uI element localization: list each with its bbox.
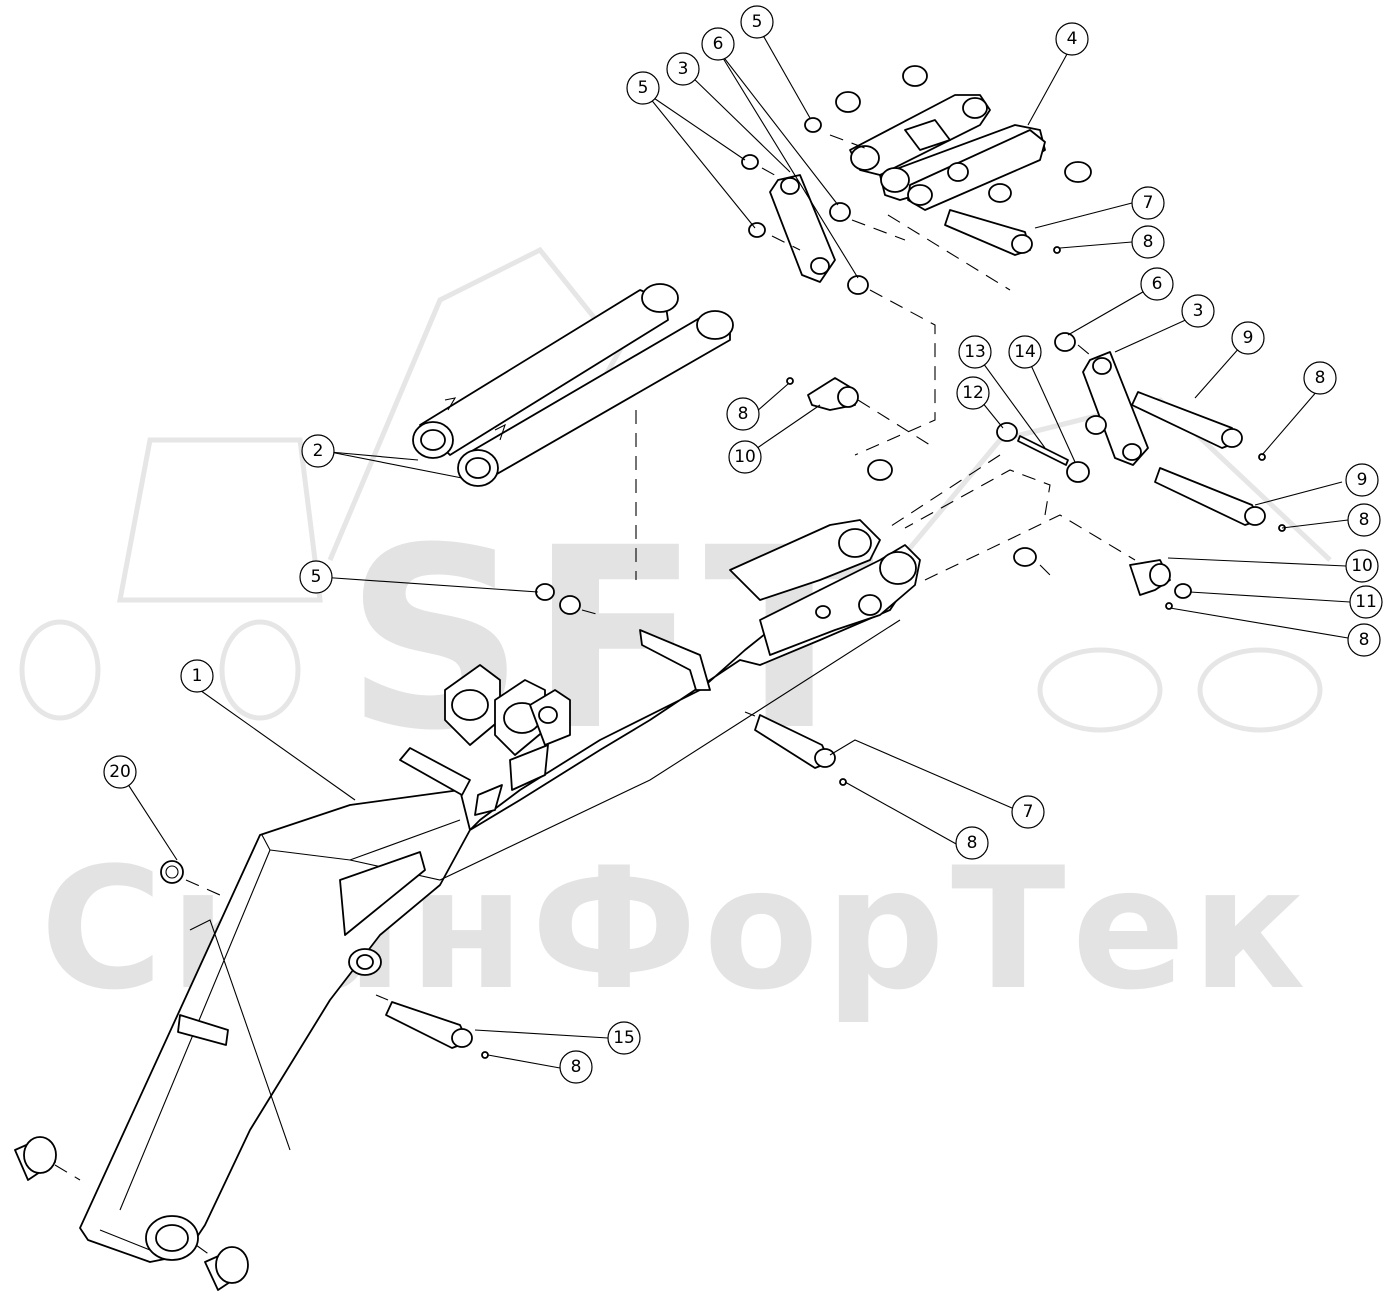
small-parts xyxy=(14,117,1286,1291)
svg-text:8: 8 xyxy=(1359,510,1370,530)
pins xyxy=(385,209,1266,1049)
callout-bubble-10a: 10 xyxy=(728,440,762,474)
callout-bubble-8a: 8 xyxy=(1131,225,1165,259)
callout-bubble-8c: 8 xyxy=(1303,361,1337,395)
svg-text:1: 1 xyxy=(192,666,203,686)
svg-text:8: 8 xyxy=(1315,368,1326,388)
main-boom xyxy=(79,519,921,1263)
svg-text:15: 15 xyxy=(613,1028,635,1048)
watermark-machinery xyxy=(19,246,1332,733)
callout-bubble-5a: 5 xyxy=(626,71,660,105)
svg-text:5: 5 xyxy=(311,567,322,587)
boom-cylinders xyxy=(412,283,734,487)
callout-bubble-10b: 10 xyxy=(1345,549,1379,583)
svg-text:13: 13 xyxy=(964,342,986,362)
svg-text:7: 7 xyxy=(1143,193,1154,213)
callout-bubble-2: 2 xyxy=(301,434,335,468)
svg-text:3: 3 xyxy=(678,59,689,79)
svg-text:5: 5 xyxy=(752,12,763,32)
svg-text:9: 9 xyxy=(1243,328,1254,348)
callout-bubble-3a: 3 xyxy=(666,52,700,86)
callout-bubble-4: 4 xyxy=(1055,22,1089,56)
callout-bubble-9a: 9 xyxy=(1231,321,1265,355)
svg-text:4: 4 xyxy=(1067,29,1078,49)
svg-text:11: 11 xyxy=(1355,592,1377,612)
svg-text:8: 8 xyxy=(1143,232,1154,252)
svg-text:8: 8 xyxy=(571,1057,582,1077)
callout-bubble-13: 13 xyxy=(958,335,992,369)
callout-bubble-15: 15 xyxy=(607,1021,641,1055)
svg-text:20: 20 xyxy=(109,762,131,782)
svg-text:6: 6 xyxy=(1152,274,1163,294)
link-rods xyxy=(769,174,1149,466)
callout-bubble-9b: 9 xyxy=(1345,463,1379,497)
callout-bubble-3b: 3 xyxy=(1181,294,1215,328)
callout-bubble-8d: 8 xyxy=(1347,503,1381,537)
callout-bubble-5b: 5 xyxy=(740,5,774,39)
svg-text:10: 10 xyxy=(734,447,756,467)
callout-bubble-6a: 6 xyxy=(701,27,735,61)
svg-text:12: 12 xyxy=(962,383,984,403)
svg-text:9: 9 xyxy=(1357,470,1368,490)
callout-bubble-14: 14 xyxy=(1008,335,1042,369)
callout-bubble-7b: 7 xyxy=(1011,795,1045,829)
callout-bubble-11: 11 xyxy=(1349,585,1383,619)
svg-text:8: 8 xyxy=(1359,630,1370,650)
callout-bubble-8f: 8 xyxy=(955,826,989,860)
callout-bubble-7a: 7 xyxy=(1131,186,1165,220)
assembly-lines xyxy=(54,134,1136,1256)
svg-text:3: 3 xyxy=(1193,301,1204,321)
callout-bubble-8b: 8 xyxy=(726,397,760,431)
callout-bubble-6b: 6 xyxy=(1140,267,1174,301)
callout-bubble-8g: 8 xyxy=(559,1050,593,1084)
callout-bubble-12: 12 xyxy=(956,376,990,410)
linkage-assembly xyxy=(835,65,1092,211)
svg-text:6: 6 xyxy=(713,34,724,54)
callout-bubble-20: 20 xyxy=(103,755,137,789)
callout-bubble-1: 1 xyxy=(180,659,214,693)
svg-text:7: 7 xyxy=(1023,802,1034,822)
svg-text:2: 2 xyxy=(313,441,324,461)
svg-text:10: 10 xyxy=(1351,556,1373,576)
svg-text:8: 8 xyxy=(967,833,978,853)
callout-bubble-8e: 8 xyxy=(1347,623,1381,657)
callout-bubble-5c: 5 xyxy=(299,560,333,594)
svg-text:5: 5 xyxy=(638,78,649,98)
svg-text:14: 14 xyxy=(1014,342,1036,362)
svg-text:8: 8 xyxy=(738,404,749,424)
